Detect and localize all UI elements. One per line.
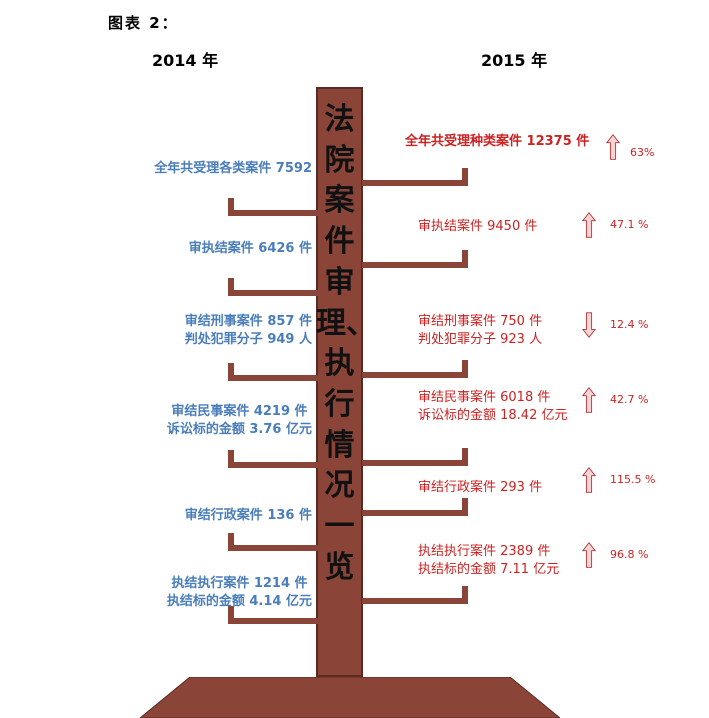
left-branch-bar xyxy=(228,462,318,468)
right-item-line: 诉讼标的金额 18.42 亿元 xyxy=(418,408,568,423)
left-branch-bar xyxy=(228,375,318,381)
change-percent: 96.8 % xyxy=(610,548,649,561)
right-item-line: 执结执行案件 2389 件 xyxy=(418,544,551,559)
right-branch-bar xyxy=(362,598,468,604)
right-item-line: 审执结案件 9450 件 xyxy=(418,219,538,234)
right-branch-bar xyxy=(362,262,468,268)
change-percent: 42.7 % xyxy=(610,393,649,406)
left-item-line: 诉讼标的金额 3.76 亿元 xyxy=(166,422,312,437)
year-2014-label: 2014 年 xyxy=(152,51,219,70)
left-branch-tick xyxy=(228,278,234,296)
right-branch-bar xyxy=(362,510,468,516)
change-percent: 47.1 % xyxy=(610,218,649,231)
right-branch-tick xyxy=(462,448,468,466)
left-item-6: 执结执行案件 1214 件执结标的金额 4.14 亿元 xyxy=(167,575,312,611)
left-item-line: 审结民事案件 4219 件 xyxy=(171,404,308,419)
right-item-line: 审结刑事案件 750 件 xyxy=(418,314,543,329)
left-branch-bar xyxy=(228,618,318,624)
right-item-line: 判处犯罪分子 923 人 xyxy=(418,332,543,347)
arrow-up-icon xyxy=(582,387,596,413)
change-percent: 12.4 % xyxy=(610,318,649,331)
trunk-pillar xyxy=(316,87,363,677)
right-branch-tick xyxy=(462,250,468,268)
right-branch-bar xyxy=(362,460,468,466)
right-branch-tick xyxy=(462,586,468,604)
left-branch-tick xyxy=(228,606,234,624)
arrow-down-icon xyxy=(582,312,596,338)
left-branch-tick xyxy=(228,363,234,381)
left-item-4: 审结民事案件 4219 件诉讼标的金额 3.76 亿元 xyxy=(167,403,312,439)
left-item-line: 审结行政案件 136 件 xyxy=(184,508,312,523)
figure-label: 图表 2： xyxy=(108,14,179,32)
year-2015-label: 2015 年 xyxy=(481,51,548,70)
right-item-2: 审执结案件 9450 件 xyxy=(418,218,537,236)
right-branch-bar xyxy=(362,180,468,186)
left-branch-tick xyxy=(228,450,234,468)
left-item-line: 审结刑事案件 857 件 xyxy=(184,314,312,329)
left-branch-tick xyxy=(228,533,234,551)
right-item-line: 执结标的金额 7.11 亿元 xyxy=(418,562,560,577)
arrow-up-icon xyxy=(582,542,596,568)
left-item-5: 审结行政案件 136 件 xyxy=(185,507,312,525)
right-branch-tick xyxy=(462,360,468,378)
left-item-line: 判处犯罪分子 949 人 xyxy=(184,332,312,347)
left-branch-bar xyxy=(228,545,318,551)
left-branch-tick xyxy=(228,198,234,216)
right-item-1: 全年共受理种类案件 12375 件 xyxy=(405,133,589,151)
right-item-4: 审结民事案件 6018 件诉讼标的金额 18.42 亿元 xyxy=(418,389,567,425)
right-branch-tick xyxy=(462,168,468,186)
pillar-base xyxy=(140,677,560,718)
left-item-line: 执结执行案件 1214 件 xyxy=(171,576,308,591)
trunk-title: 法院案件审理、执行情况一览 xyxy=(316,102,376,585)
left-item-line: 全年共受理各类案件 7592 xyxy=(154,161,312,176)
left-branch-bar xyxy=(228,290,318,296)
left-branch-bar xyxy=(228,210,318,216)
right-item-5: 审结行政案件 293 件 xyxy=(418,479,542,497)
left-item-line: 执结标的金额 4.14 亿元 xyxy=(166,594,312,609)
right-branch-bar xyxy=(362,372,468,378)
right-item-3: 审结刑事案件 750 件判处犯罪分子 923 人 xyxy=(418,313,542,349)
arrow-up-icon xyxy=(606,134,620,160)
right-branch-tick xyxy=(462,498,468,516)
arrow-up-icon xyxy=(582,212,596,238)
arrow-up-icon xyxy=(582,467,596,493)
right-item-line: 审结行政案件 293 件 xyxy=(418,480,543,495)
left-item-2: 审执结案件 6426 件 xyxy=(189,240,312,258)
left-item-1: 全年共受理各类案件 7592 xyxy=(154,160,312,178)
left-item-line: 审执结案件 6426 件 xyxy=(188,241,312,256)
change-percent: 63% xyxy=(630,146,655,159)
right-item-line: 全年共受理种类案件 12375 件 xyxy=(405,134,590,149)
left-item-3: 审结刑事案件 857 件判处犯罪分子 949 人 xyxy=(185,313,312,349)
right-item-6: 执结执行案件 2389 件执结标的金额 7.11 亿元 xyxy=(418,543,559,579)
change-percent: 115.5 % xyxy=(610,473,656,486)
right-item-line: 审结民事案件 6018 件 xyxy=(418,390,551,405)
